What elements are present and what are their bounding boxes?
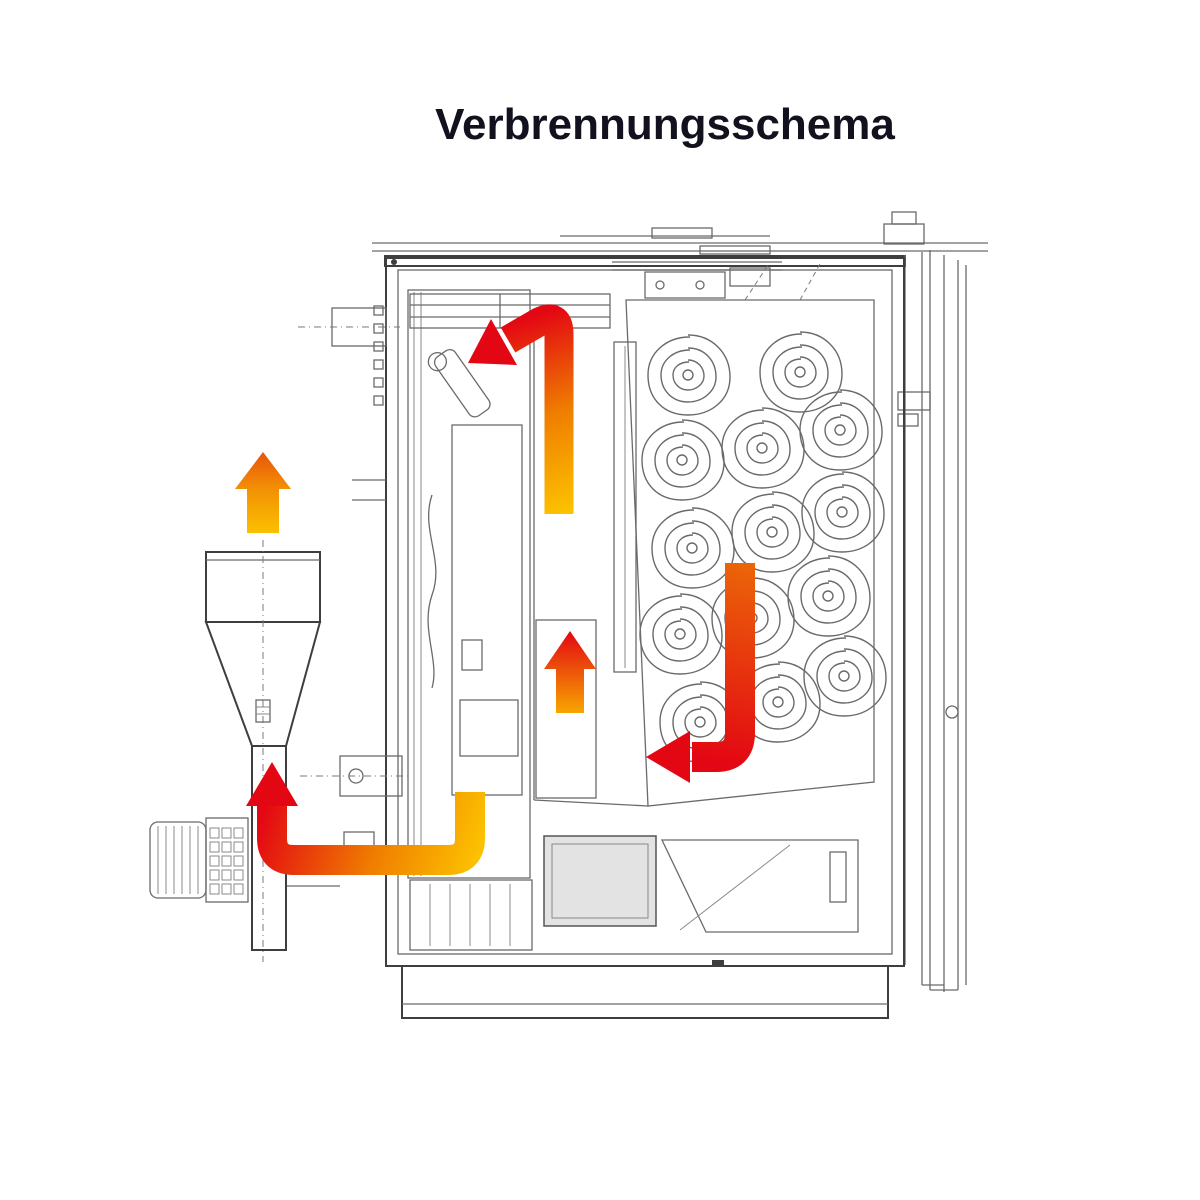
gearbox [205,817,249,903]
bottom-return-arrow [246,762,485,875]
heat-exchanger-down-arrow [646,563,755,783]
main-flue-arrow [468,304,574,514]
grate [409,879,533,951]
top-assembly [372,211,988,301]
coil [801,471,885,553]
coil [799,389,883,471]
ash-box [543,835,657,927]
coil [721,407,805,489]
auger-motor [149,817,249,903]
door-hinge [897,391,931,411]
bottom-section [401,835,889,1019]
screw-column [373,305,384,406]
front-flue-chamber [407,289,531,879]
left-ports [286,307,410,887]
cyclone-exhaust-arrow [235,452,291,533]
cleaning-lever [427,494,437,689]
door-knob [945,705,959,719]
coil [647,334,731,416]
coil [639,593,723,675]
boiler-body [373,257,905,967]
inner-column [451,424,523,796]
flue-outlet-stub [331,307,387,347]
ash-chute [660,839,859,933]
coil [651,507,735,589]
coil [641,419,725,501]
page-title: Verbrennungsschema [435,100,895,149]
baffle-plate [613,341,637,673]
cyclone-separator [204,540,322,962]
coil [787,555,871,637]
boiler-base [401,965,889,1019]
coil [759,331,843,413]
heat-exchanger [625,299,887,807]
coil [731,491,815,573]
right-side-panel [897,250,967,992]
heat-exchanger-coils [639,331,887,763]
flow-arrows [235,304,755,875]
flame-deflector [427,349,491,418]
center-rise-arrow [544,631,596,713]
gearbox-grid [209,827,244,895]
